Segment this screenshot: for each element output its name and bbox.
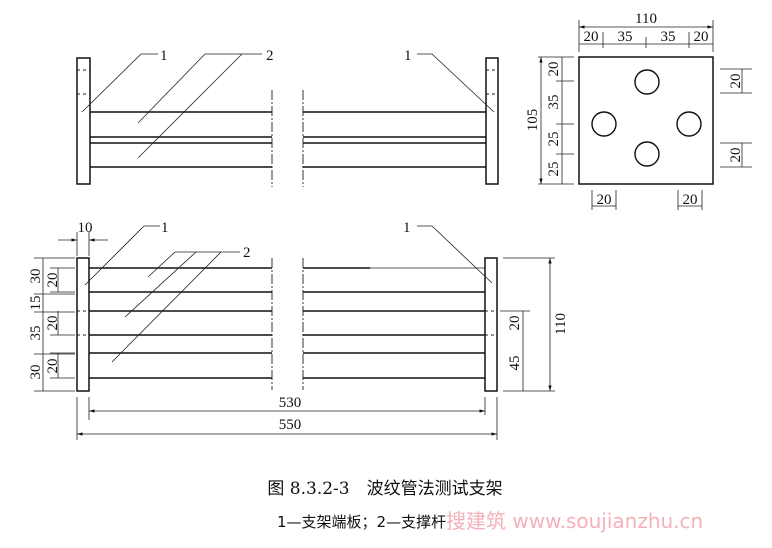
dim-text: 20: [546, 62, 562, 77]
dim-text: 20: [597, 192, 612, 208]
figure-caption: 图 8.3.2-3 波纹管法测试支架: [267, 479, 502, 499]
dim-text: 35: [546, 95, 562, 110]
dim-text: 35: [661, 29, 676, 45]
dim-text: 20: [728, 74, 744, 89]
hole: [676, 111, 702, 137]
leader-2: [147, 251, 240, 278]
label-1: 1: [160, 48, 168, 64]
watermark: 搜建筑 www.soujianzhu.cn: [446, 509, 703, 533]
leader-1-right: [417, 53, 495, 113]
dim-text: 20: [683, 192, 698, 208]
label-2: 2: [243, 245, 251, 261]
dim-text: 20: [694, 29, 709, 45]
dim-text: 20: [45, 316, 61, 331]
dim-text: 35: [28, 326, 44, 341]
hole: [634, 141, 660, 167]
dim-text: 20: [45, 359, 61, 374]
struts-top: [90, 111, 486, 168]
dim-text: 20: [584, 29, 599, 45]
leader-2: [137, 53, 262, 124]
dim-text: 35: [618, 29, 633, 45]
dim-text: 25: [546, 162, 562, 177]
leader-1: [81, 53, 158, 113]
right-end-plate: [485, 57, 499, 185]
dim-inner-length: 530: [279, 395, 302, 411]
front-view: 10 30 15 35 30 20 20 20 110 20 45 530 55…: [28, 220, 569, 440]
dim-plate-thickness: 10: [78, 220, 93, 236]
dim-height-total: 110: [553, 313, 569, 335]
figure-legend: 1—支架端板；2—支撑杆: [277, 513, 446, 531]
dim-text: 20: [45, 273, 61, 288]
dim-text: 20: [728, 148, 744, 163]
dim-text: 30: [28, 365, 44, 380]
left-end-plate: [76, 57, 91, 185]
leader-1-right: [417, 225, 493, 284]
hole: [634, 69, 660, 95]
dim-text: 20: [507, 316, 523, 331]
dim-width-total: 110: [635, 11, 657, 27]
label-2: 2: [266, 48, 274, 64]
hole: [591, 111, 617, 137]
label-1: 1: [404, 48, 412, 64]
end-plate-view: 110 20 35 35 20 105 20 35 25 25 20 20 20…: [525, 11, 752, 210]
left-end-plate: [76, 257, 90, 392]
right-end-plate: [484, 257, 498, 392]
dim-text: 45: [507, 356, 523, 371]
dim-text: 15: [28, 296, 44, 311]
label-1: 1: [161, 220, 169, 236]
dim-text: 30: [28, 269, 44, 284]
struts-front: [89, 267, 485, 379]
dim-overall-length: 550: [279, 417, 302, 433]
top-view: 1 2 1: [76, 48, 499, 187]
dim-text: 25: [546, 132, 562, 147]
label-1: 1: [403, 220, 411, 236]
dim-height-total: 105: [525, 109, 541, 132]
leader-1: [84, 225, 160, 286]
